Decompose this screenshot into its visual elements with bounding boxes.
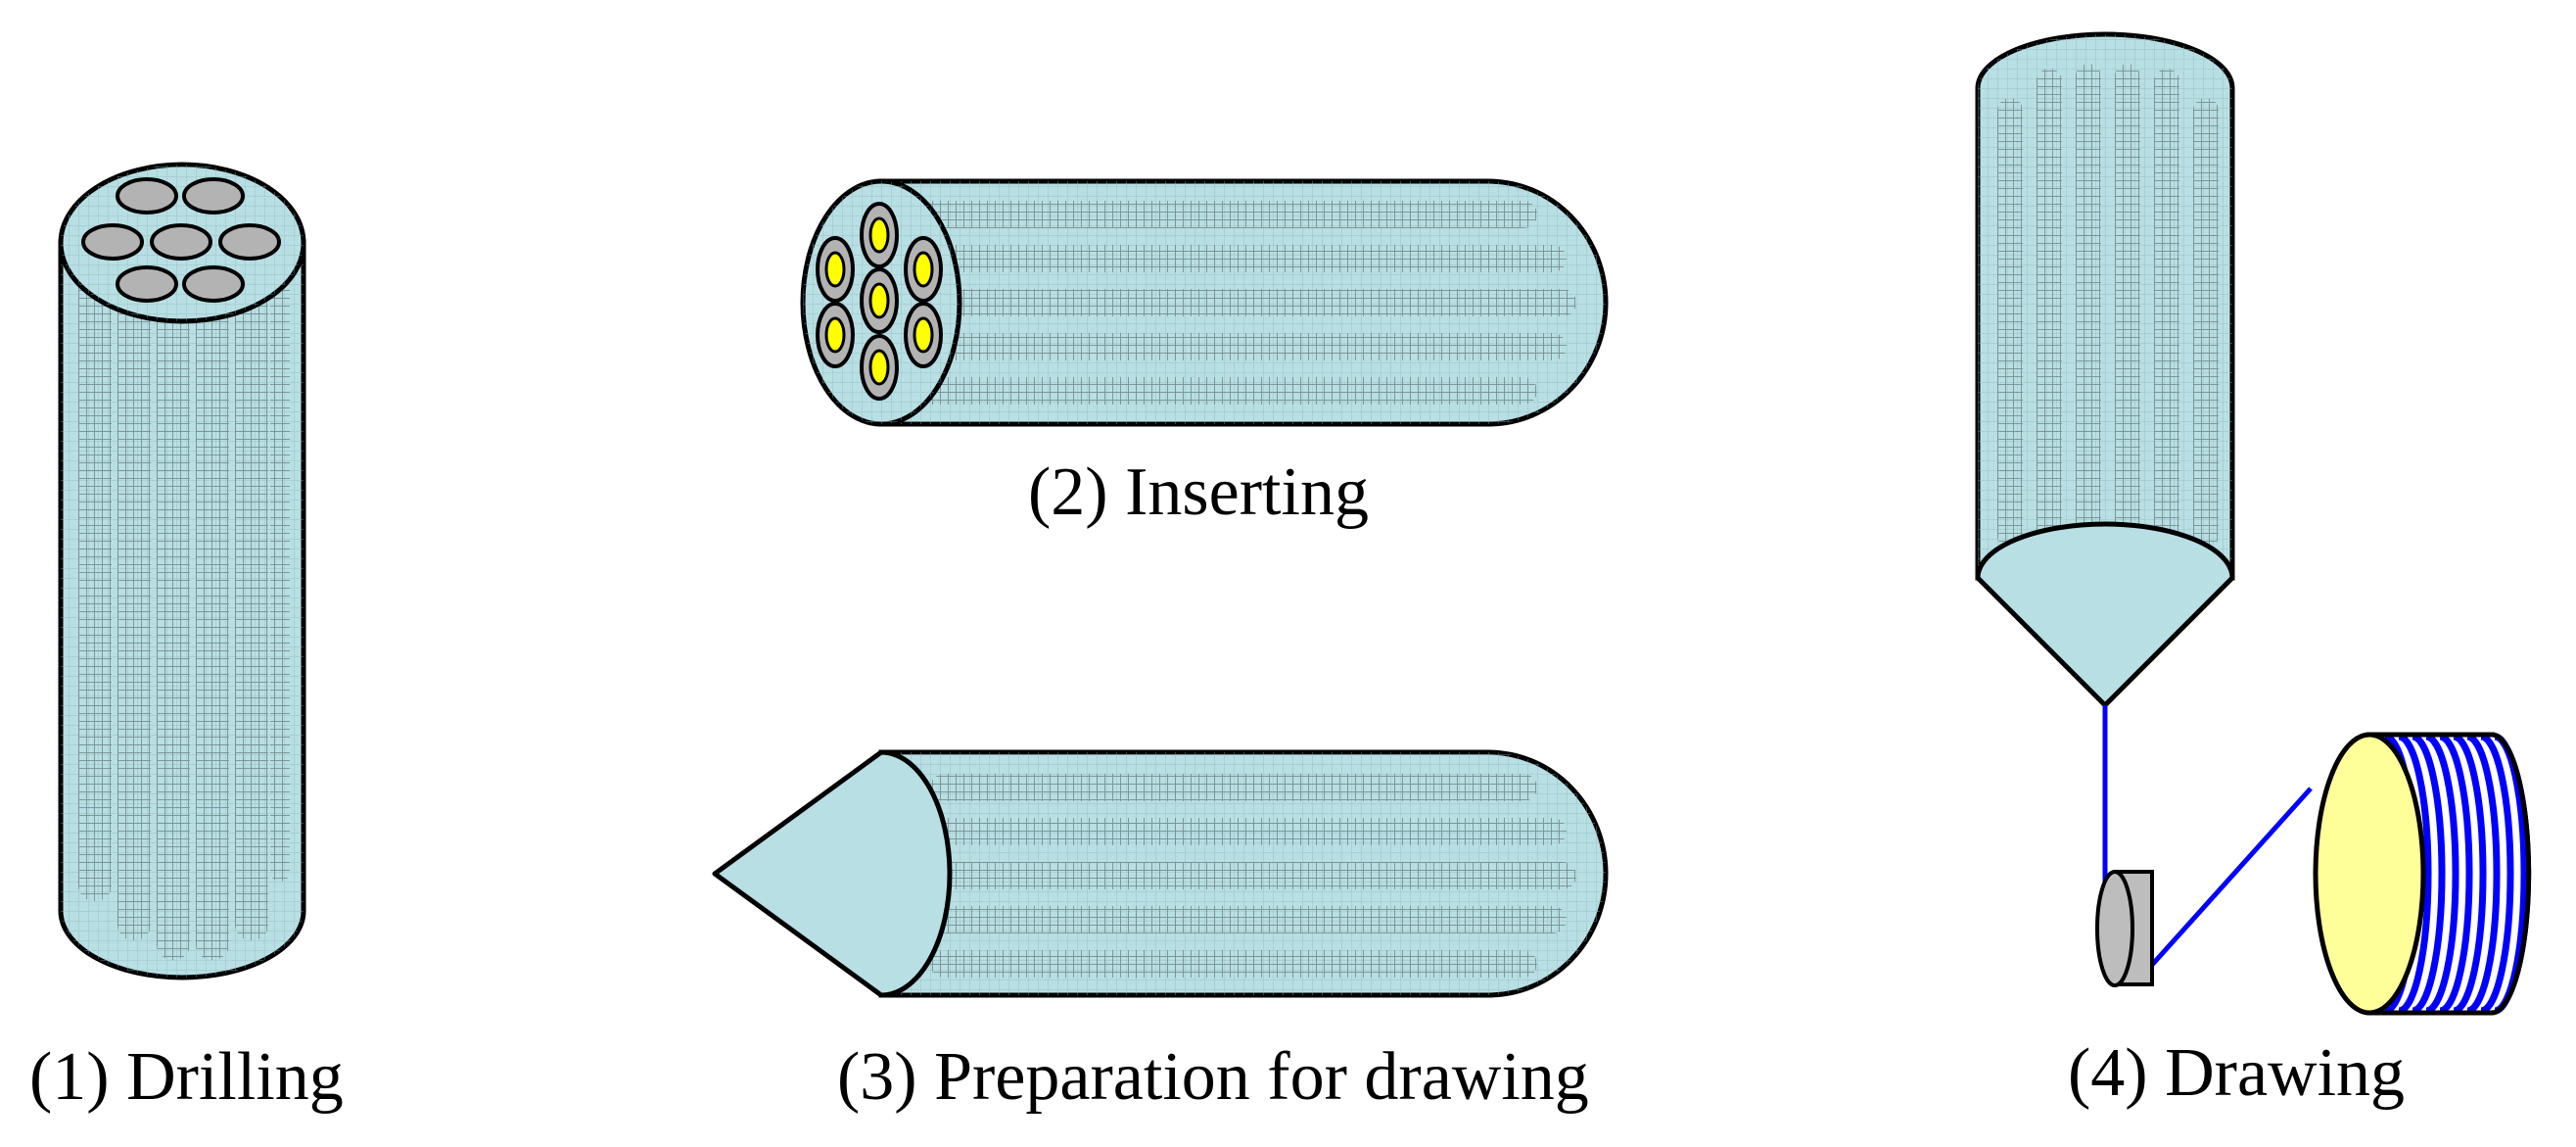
rod-channels bbox=[911, 201, 1576, 405]
inserted-rods bbox=[816, 202, 943, 401]
horizontal-preform bbox=[800, 178, 1609, 427]
fiber-windings bbox=[2384, 733, 2528, 1015]
caption-drilling: (1) Drilling bbox=[29, 1039, 344, 1115]
step-preparation: (3) Preparation for drawing bbox=[712, 749, 1609, 1115]
drawing-channels bbox=[1997, 64, 2219, 563]
preform-channels bbox=[930, 774, 1576, 978]
tapered-preform bbox=[712, 749, 1609, 998]
step-drawing: (4) Drawing bbox=[1975, 31, 2532, 1111]
caption-preparation: (3) Preparation for drawing bbox=[837, 1039, 1589, 1115]
drawn-fiber bbox=[2102, 705, 2313, 986]
drilled-holes bbox=[81, 177, 281, 303]
drawing-preform bbox=[1975, 31, 2235, 708]
caption-inserting: (2) Inserting bbox=[1028, 454, 1369, 530]
guide-pulley bbox=[2095, 870, 2154, 987]
neck-down-cone bbox=[1975, 521, 2235, 708]
vertical-preform bbox=[58, 162, 306, 980]
caption-drawing: (4) Drawing bbox=[2068, 1035, 2405, 1111]
step-drilling: (1) Drilling bbox=[29, 162, 344, 1115]
fiber-spool bbox=[2313, 732, 2532, 1016]
step-inserting: (2) Inserting bbox=[800, 178, 1609, 530]
spool-face bbox=[2313, 732, 2426, 1016]
tapered-tip bbox=[712, 749, 953, 998]
drilled-channels bbox=[78, 255, 290, 960]
